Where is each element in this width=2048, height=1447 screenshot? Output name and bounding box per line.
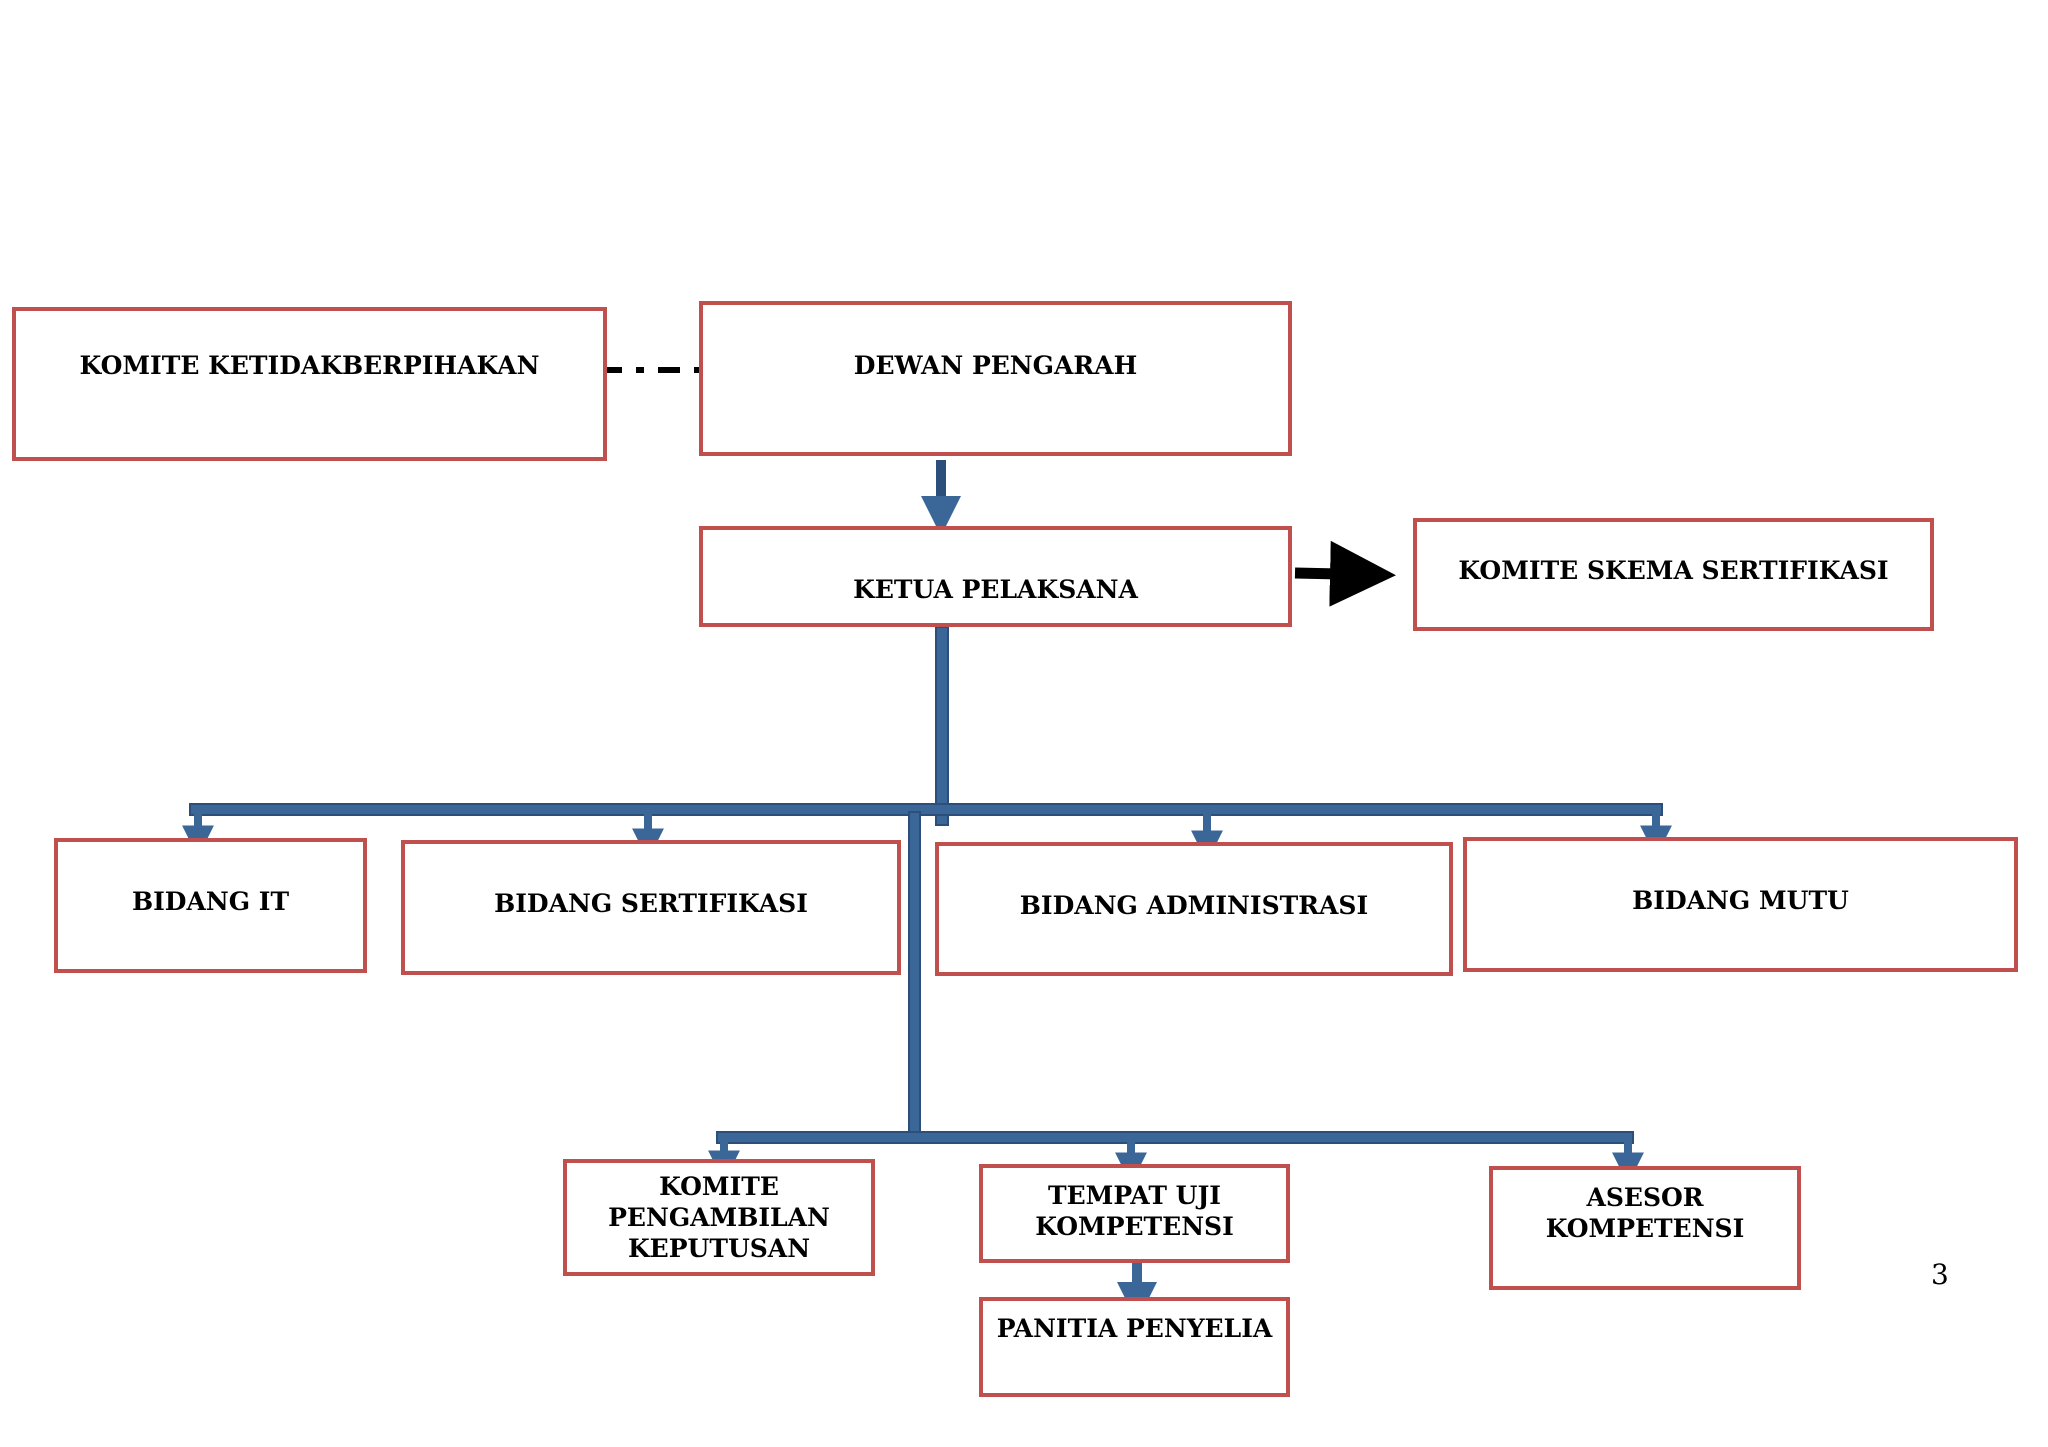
node-ketua-pelaksana: KETUA PELAKSANA [699,526,1292,627]
node-label: BIDANG ADMINISTRASI [1019,891,1369,920]
arrow-ketua-to-skema [1294,540,1396,607]
bidang-bus [189,803,1663,816]
node-label: KOMITE PENGAMBILAN KEPUTUSAN [608,1171,830,1264]
node-bidang-mutu: BIDANG MUTU [1463,837,2018,972]
node-label: ASESOR KOMPETENSI [1545,1183,1745,1244]
node-label: TEMPAT UJI KOMPETENSI [1035,1181,1234,1242]
node-bidang-sertifikasi: BIDANG SERTIFIKASI [401,840,901,975]
node-komite-pengambilan-keputusan: KOMITE PENGAMBILAN KEPUTUSAN [563,1159,875,1276]
node-label: KOMITE KETIDAKBERPIHAKAN [79,350,540,380]
node-label: BIDANG SERTIFIKASI [494,889,808,918]
trunk-ketua [935,626,949,826]
node-label: PANITIA PENYELIA [996,1314,1273,1343]
node-label: KOMITE SKEMA SERTIFIKASI [1458,556,1889,586]
node-label: BIDANG MUTU [1632,886,1849,915]
page-number: 3 [1931,1258,1949,1291]
node-bidang-administrasi: BIDANG ADMINISTRASI [935,842,1453,976]
node-bidang-it: BIDANG IT [54,838,367,973]
node-label: KETUA PELAKSANA [853,575,1138,604]
node-panitia-penyelia: PANITIA PENYELIA [979,1297,1290,1397]
node-label: DEWAN PENGARAH [853,351,1138,380]
node-label: BIDANG IT [131,887,290,916]
node-komite-skema-sertifikasi: KOMITE SKEMA SERTIFIKASI [1413,518,1934,631]
node-komite-ketidakberpihakan: KOMITE KETIDAKBERPIHAKAN [12,307,607,461]
node-dewan-pengarah: DEWAN PENGARAH [699,301,1292,456]
node-tempat-uji-kompetensi: TEMPAT UJI KOMPETENSI [979,1164,1290,1263]
node-asesor-kompetensi: ASESOR KOMPETENSI [1489,1166,1801,1290]
lower-bus [716,1131,1634,1144]
trunk-lower [908,811,921,1141]
